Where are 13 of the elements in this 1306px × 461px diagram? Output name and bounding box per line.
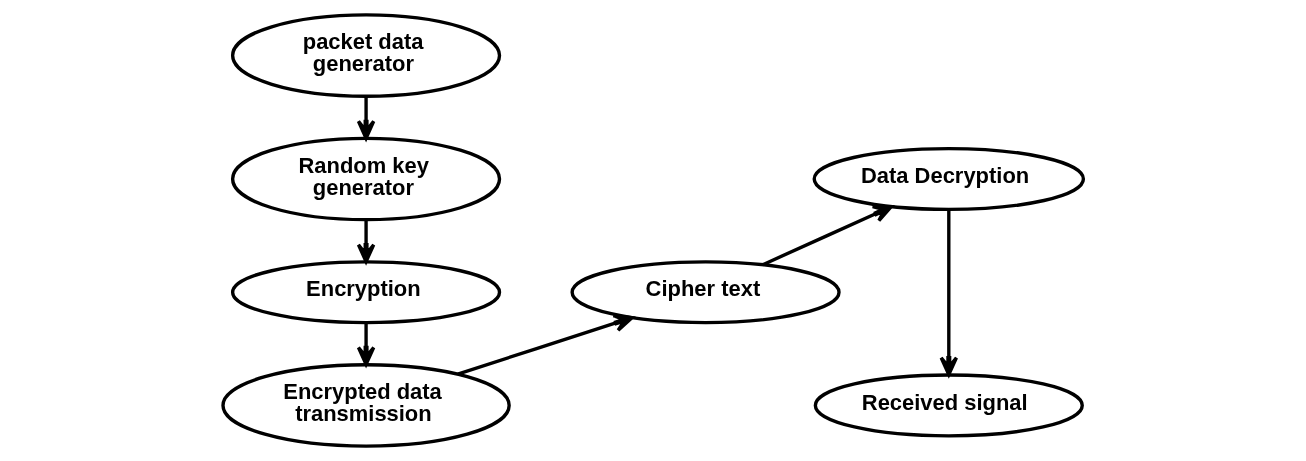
node-ellipse: Encryption bbox=[230, 260, 502, 325]
arrow bbox=[356, 219, 376, 264]
node-ellipse: Cipher text bbox=[570, 260, 841, 325]
arrow bbox=[457, 314, 634, 376]
arrow bbox=[356, 322, 376, 367]
arrow bbox=[356, 96, 376, 140]
node-ellipse: Received signal bbox=[813, 373, 1084, 438]
node-ellipse: packet data generator bbox=[230, 13, 502, 98]
arrow bbox=[762, 205, 893, 267]
node-ellipse: Data Decryption bbox=[812, 146, 1086, 212]
node-ellipse: Random key generator bbox=[230, 136, 502, 222]
arrow bbox=[939, 209, 959, 377]
node-ellipse: Encrypted data transmission bbox=[221, 363, 511, 448]
